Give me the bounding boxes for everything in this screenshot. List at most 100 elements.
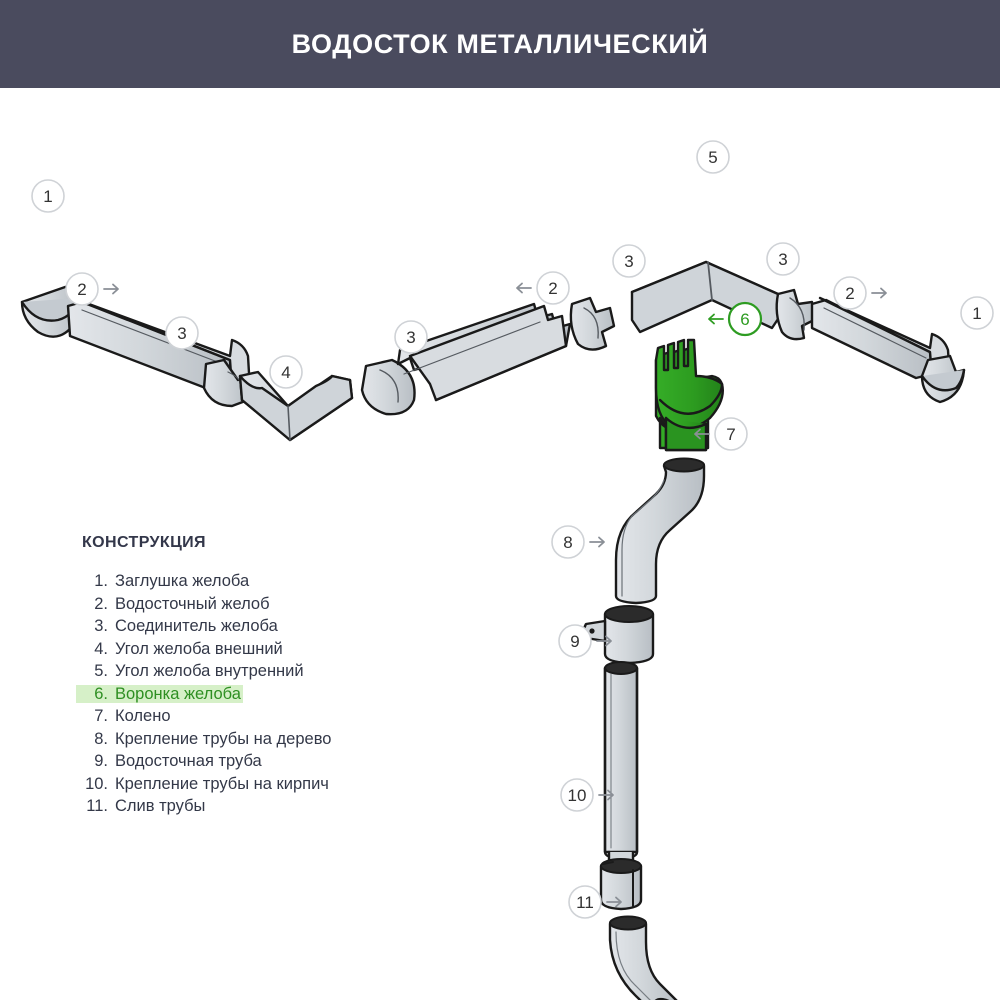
callout-marker-7[interactable]: 7	[694, 417, 748, 451]
gutter-outer-corner	[238, 370, 354, 442]
marker-circle	[560, 778, 594, 812]
legend-item-label: Водосточный желоб	[115, 594, 270, 613]
marker-circle	[833, 276, 867, 310]
gutter-connector-far-right	[775, 288, 816, 341]
marker-label: 4	[281, 363, 290, 382]
legend-item-9[interactable]: 9.Водосточная труба	[78, 750, 438, 773]
marker-label: 6	[740, 310, 749, 329]
pipe-elbow	[614, 457, 706, 605]
gutter-connector-right	[569, 296, 616, 351]
callout-marker-1[interactable]: 1	[31, 179, 65, 213]
gutter-connector-mid	[360, 358, 416, 416]
pipe-drain-outlet	[608, 915, 684, 1000]
legend-heading: КОНСТРУКЦИЯ	[82, 534, 206, 551]
legend-item-number: 3.	[94, 617, 108, 635]
legend-item-label: Крепление трубы на кирпич	[115, 774, 329, 793]
diagram-canvas: 1 2 3 4 3 2 3 5 3 2 1 6 7 8 9 10 11 КОНСТРУКЦИЯ 1.Заглуш…	[0, 88, 1000, 1000]
legend-item-10[interactable]: 10.Крепление трубы на кирпич	[78, 773, 438, 796]
callout-marker-3[interactable]: 3	[394, 320, 428, 354]
marker-label: 2	[845, 284, 854, 303]
marker-label: 11	[576, 893, 594, 912]
legend-item-label: Угол желоба внешний	[115, 639, 283, 658]
marker-circle	[568, 885, 602, 919]
marker-label: 5	[708, 148, 717, 167]
legend-item-8[interactable]: 8.Крепление трубы на дерево	[78, 728, 438, 751]
marker-label: 10	[568, 786, 587, 805]
marker-label: 1	[972, 304, 981, 323]
marker-circle	[960, 296, 994, 330]
marker-arrow-right-icon	[871, 287, 887, 299]
marker-circle	[727, 301, 763, 337]
marker-circle	[558, 624, 592, 658]
legend-item-7[interactable]: 7.Колено	[78, 705, 438, 728]
callout-marker-1[interactable]: 1	[960, 296, 994, 330]
legend-item-11[interactable]: 11. Слив трубы	[78, 795, 438, 818]
marker-circle	[612, 244, 646, 278]
legend-item-number: 4.	[94, 639, 108, 658]
marker-label: 3	[406, 328, 415, 347]
callout-marker-2[interactable]: 2	[65, 272, 119, 306]
marker-label: 8	[563, 533, 572, 552]
marker-label: 3	[778, 250, 787, 269]
marker-label: 3	[177, 324, 186, 343]
marker-circle	[766, 242, 800, 276]
marker-arrow-right-icon	[598, 789, 614, 801]
page-header: ВОДОСТОК МЕТАЛЛИЧЕСКИЙ	[0, 0, 1000, 88]
marker-circle	[536, 271, 570, 305]
marker-circle	[714, 417, 748, 451]
legend-item-number: 5.	[94, 662, 108, 680]
callout-marker-3[interactable]: 3	[766, 242, 800, 276]
marker-label: 2	[548, 279, 557, 298]
callout-marker-2[interactable]: 2	[516, 271, 570, 305]
page-title: ВОДОСТОК МЕТАЛЛИЧЕСКИЙ	[291, 28, 709, 59]
callout-marker-11[interactable]: 11	[568, 885, 622, 919]
callout-marker-2[interactable]: 2	[833, 276, 887, 310]
legend-item-label: Воронка желоба	[115, 684, 241, 703]
legend-item-number: 11.	[86, 797, 108, 815]
marker-label: 9	[570, 632, 579, 651]
marker-circle	[31, 179, 65, 213]
marker-label: 7	[726, 425, 735, 444]
callout-marker-6[interactable]: 6	[708, 301, 763, 337]
gutter-funnel	[654, 338, 724, 452]
pipe-bracket-wood	[582, 605, 655, 665]
legend-item-label: Крепление трубы на дерево	[115, 729, 332, 748]
marker-label: 3	[624, 252, 633, 271]
legend-item-6[interactable]: 6. Воронка желоба	[76, 683, 438, 706]
legend-item-5[interactable]: 5. Угол желоба внутренний	[78, 660, 438, 683]
gutter-channel-mid	[396, 302, 572, 402]
marker-circle	[394, 320, 428, 354]
marker-circle	[165, 316, 199, 350]
marker-arrow-left-icon	[708, 313, 724, 325]
callout-marker-8[interactable]: 8	[551, 525, 605, 559]
marker-circle	[696, 140, 730, 174]
callout-marker-10[interactable]: 10	[560, 778, 614, 812]
gutter-system-diagram: 1 2 3 4 3 2 3 5 3 2 1 6 7 8 9 10 11	[20, 140, 994, 1000]
legend-item-number: 6.	[94, 684, 108, 703]
callout-marker-3[interactable]: 3	[612, 244, 646, 278]
callout-marker-9[interactable]: 9	[558, 624, 612, 658]
legend-item-4[interactable]: 4. Угол желоба внешний	[78, 638, 438, 661]
legend-item-number: 7.	[94, 707, 108, 725]
pipe-bracket-brick	[599, 858, 643, 911]
legend-item-2[interactable]: 2. Водосточный желоб	[78, 593, 438, 616]
marker-circle	[65, 272, 99, 306]
legend-item-label: Угол желоба внутренний	[115, 662, 304, 680]
legend-item-1[interactable]: 1.Заглушка желоба	[78, 570, 438, 593]
marker-arrow-right-icon	[103, 283, 119, 295]
gutter-inner-corner	[630, 260, 782, 334]
downpipe	[603, 661, 639, 884]
gutter-assembly	[20, 260, 966, 1000]
callout-marker-3[interactable]: 3	[165, 316, 199, 350]
legend-item-3[interactable]: 3.Соединитель желоба	[78, 615, 438, 638]
callout-marker-4[interactable]: 4	[269, 355, 303, 389]
callout-markers: 1 2 3 4 3 2 3 5 3 2 1 6 7 8 9 10 11	[31, 140, 994, 919]
marker-circle	[551, 525, 585, 559]
marker-arrow-right-icon	[596, 635, 612, 647]
callout-marker-5[interactable]: 5	[696, 140, 730, 174]
marker-arrow-left-icon	[694, 428, 710, 440]
legend-item-number: 9.	[94, 752, 108, 770]
legend-item-number: 2.	[94, 594, 108, 613]
legend-item-label: Слив трубы	[115, 797, 206, 815]
